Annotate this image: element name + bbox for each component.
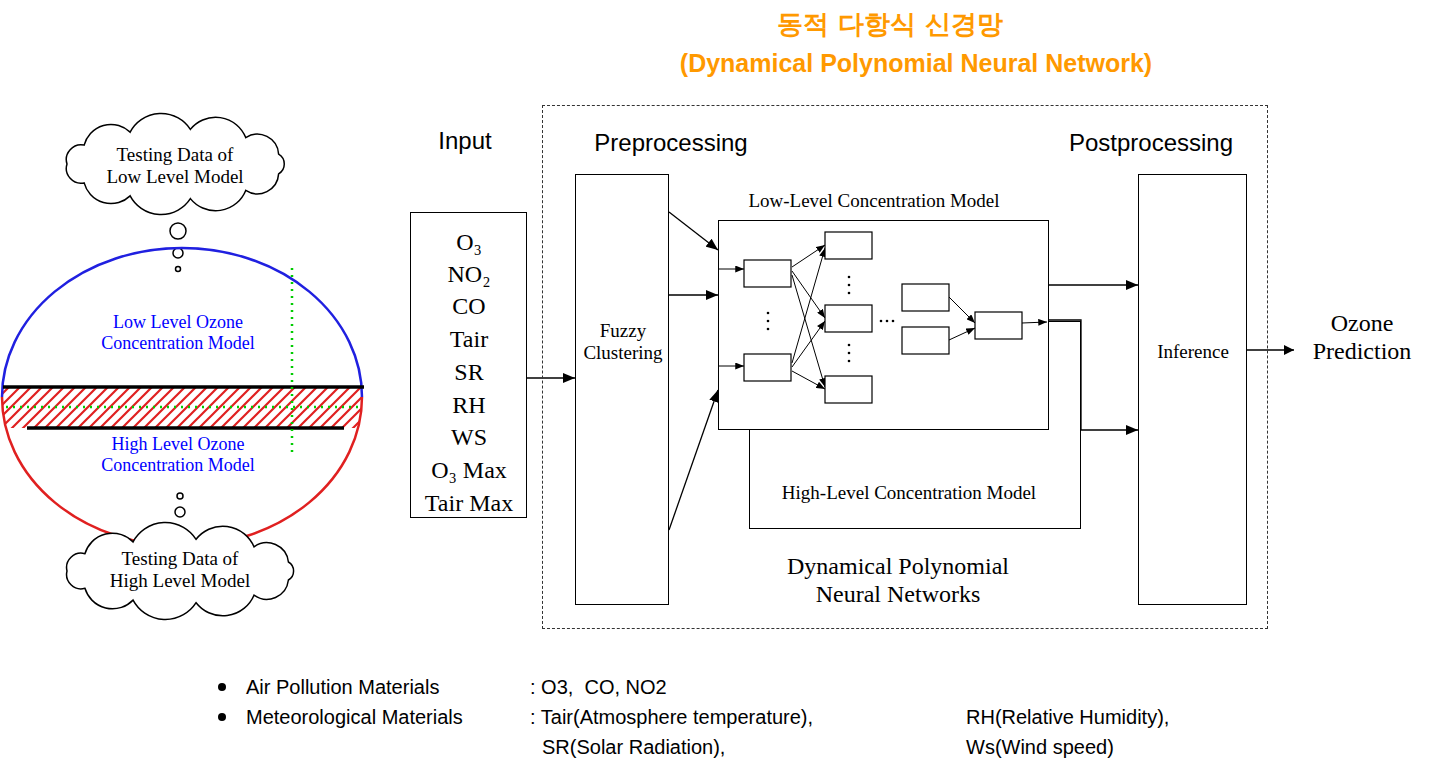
neuron-link — [792, 248, 825, 363]
flow-arrow — [669, 294, 718, 295]
ellipsis-dot — [767, 328, 770, 331]
threshold-line — [27, 426, 344, 430]
ellipsis-dot — [848, 352, 851, 355]
neuron-link — [718, 269, 744, 270]
system-boundary: Fuzzy ClusteringHigh-Level Concentration… — [542, 105, 1268, 629]
thought-bubble — [170, 223, 186, 239]
bullet — [218, 683, 226, 691]
node-text: RH — [413, 392, 525, 420]
flow-arrow — [669, 212, 718, 250]
process-box: Fuzzy Clustering — [575, 174, 669, 605]
ellipsis-dot — [880, 320, 883, 323]
thought-bubble — [173, 248, 183, 258]
output-arrow — [1246, 349, 1294, 350]
node-text: SR — [413, 359, 525, 387]
neuron-link — [949, 328, 975, 340]
flow-arrow — [1049, 284, 1138, 285]
neuron-link — [1022, 322, 1047, 323]
cloud-callout: Testing Data of High Level Model — [60, 532, 300, 610]
neuron-box — [744, 260, 791, 287]
node-label: Testing Data of High Level Model — [105, 548, 255, 592]
node-text: High Level Ozone Concentration Model — [78, 434, 278, 475]
ellipsis-dot — [767, 320, 770, 323]
annotation-label: Ws(Wind speed) — [966, 736, 1114, 759]
node-label: High-Level Concentration Model — [749, 482, 1069, 504]
annotation-label: Ozone Prediction — [1292, 310, 1432, 365]
flow-arrow — [1049, 320, 1138, 430]
node-label: Fuzzy Clustering — [579, 320, 667, 364]
annotation-label: : Tair(Atmosphere temperature), — [530, 706, 813, 729]
ellipse-shape — [2, 246, 366, 550]
node-label: Low-Level Concentration Model — [704, 190, 1044, 212]
node-text: Postprocessing — [1041, 129, 1261, 157]
input-box: InputO₃NO₂COTairSRRHWSO₃ MaxTair Max — [410, 212, 527, 518]
neuron-link — [949, 297, 975, 323]
ellipsis-dot — [848, 360, 851, 363]
annotation-label: (Dynamical Polynomial Neural Network) — [566, 49, 1266, 78]
neuron-link — [718, 366, 744, 367]
annotation-label: : O3, CO, NO2 — [530, 676, 667, 699]
annotation-label: RH(Relative Humidity), — [966, 706, 1169, 729]
diagram-title: 동적 다항식 신경망 — [540, 10, 1240, 40]
node-label: Input — [405, 127, 525, 155]
node-label: Low Level Ozone Concentration Model — [78, 312, 278, 353]
node-label: Preprocessing — [561, 129, 781, 157]
cloud-outline — [66, 113, 284, 214]
ellipsis-dot — [848, 292, 851, 295]
node-text: Tair Max — [413, 490, 525, 518]
node-text: CO — [413, 293, 525, 321]
neuron-box — [975, 312, 1022, 339]
neuron-box — [825, 232, 872, 259]
ozone-level-ellipse: Low Level Ozone Concentration ModelHigh … — [2, 246, 366, 550]
node-label: Testing Data of Low Level Model — [100, 144, 250, 188]
neuron-box — [825, 305, 872, 332]
cloud-callout: Testing Data of Low Level Model — [60, 122, 290, 206]
neuron-box — [825, 376, 872, 403]
overlap-hatch — [0, 387, 366, 428]
threshold-line — [3, 385, 364, 389]
thought-bubble — [175, 507, 185, 517]
cloud-outline — [67, 523, 294, 620]
neuron-link — [792, 275, 825, 387]
node-label: Inference — [1143, 341, 1243, 363]
neuron-box — [902, 284, 949, 311]
ellipsis-dot — [886, 320, 889, 323]
thought-bubble — [177, 493, 183, 499]
ellipsis-dot — [848, 284, 851, 287]
node-text: NO₂ — [413, 261, 525, 289]
high-level-arc — [2, 397, 362, 546]
neuron-link — [792, 371, 825, 389]
node-text: O₃ — [413, 229, 525, 257]
neuron-box — [744, 354, 791, 381]
neuron-link — [792, 321, 825, 367]
ellipsis-dot — [892, 320, 895, 323]
neuron-link — [792, 271, 825, 318]
neuron-box — [902, 327, 949, 354]
model-box: Low-Level Concentration Model — [718, 220, 1049, 430]
node-text: WS — [413, 424, 525, 452]
ellipsis-dot — [767, 312, 770, 315]
bullet — [218, 713, 226, 721]
flow-arrow — [527, 377, 575, 378]
annotation-label: Air Pollution Materials — [246, 676, 439, 699]
process-box: Inference — [1138, 174, 1247, 605]
network-drawing — [718, 220, 1049, 430]
flow-arrow — [669, 390, 718, 530]
node-text: O₃ Max — [413, 457, 525, 485]
ellipsis-dot — [848, 344, 851, 347]
low-level-arc — [2, 248, 362, 397]
split-line — [291, 268, 294, 455]
annotation-label: Meteorological Materials — [246, 706, 463, 729]
node-text: Dynamical Polynomial Neural Networks — [763, 553, 1033, 608]
node-text: Tair — [413, 326, 525, 354]
ellipsis-dot — [848, 276, 851, 279]
split-line — [6, 406, 360, 409]
thought-bubble — [176, 267, 181, 272]
annotation-label: SR(Solar Radiation), — [542, 736, 725, 759]
